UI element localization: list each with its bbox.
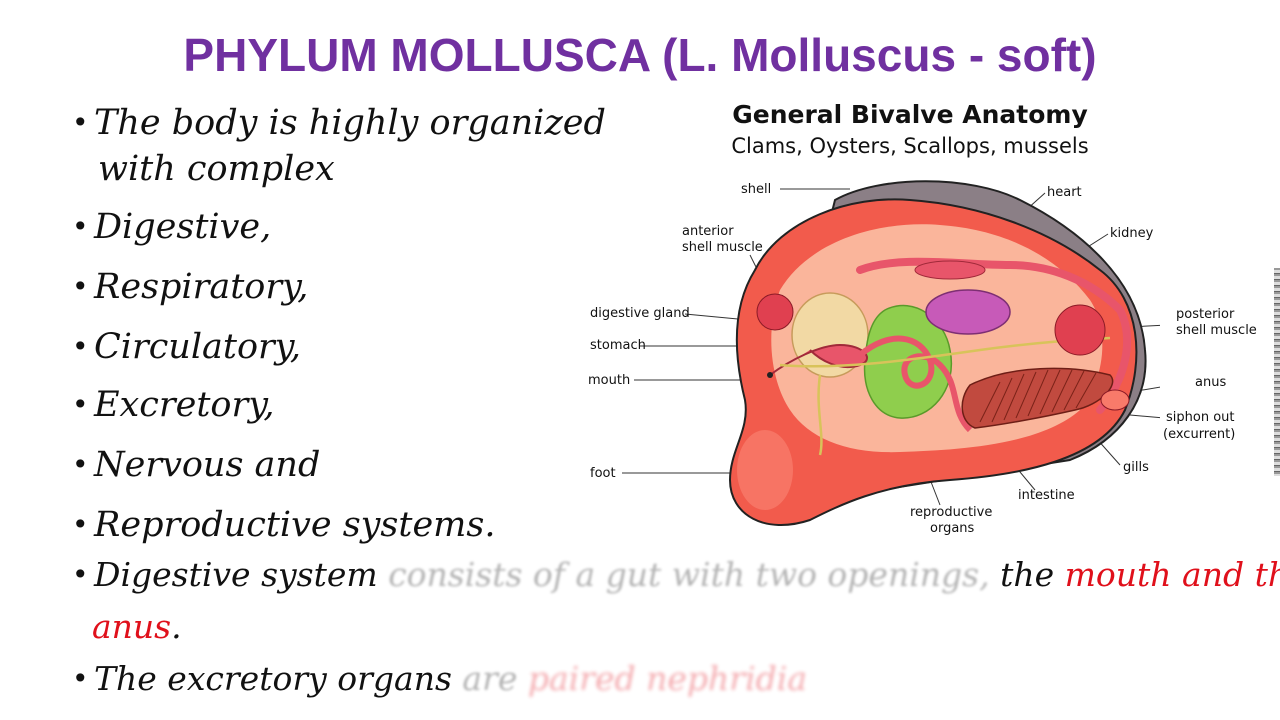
intestine-shape — [858, 335, 973, 433]
bullet-dot: • — [72, 388, 89, 421]
digestive-end: . — [171, 607, 182, 646]
bullet-respiratory: •Respiratory, — [72, 264, 308, 310]
bullet-excretory: •Excretory, — [72, 382, 274, 428]
bullet-text: Nervous and — [94, 445, 321, 485]
bullet-digestive-system-cont: anus. — [92, 604, 182, 650]
slide-title: PHYLUM MOLLUSCA (L. Molluscus - soft) — [183, 29, 1097, 81]
bullet-excretory-organs: •The excretory organs are paired nephrid… — [72, 656, 807, 702]
bullet-text: The body is highly organized — [94, 103, 606, 143]
bullet-text: Reproductive systems. — [94, 505, 496, 545]
kidney-shape — [925, 289, 1011, 335]
label-posterior: posterior — [1176, 307, 1235, 322]
bullet-nervous: •Nervous and — [72, 442, 320, 488]
blood-vessel — [856, 257, 1131, 414]
bullet-dot: • — [72, 330, 89, 363]
excretory-faded: are — [462, 659, 518, 698]
label-siphon-2: (excurrent) — [1163, 427, 1236, 442]
bullet-dot: • — [72, 210, 89, 243]
bullet-dot: • — [72, 270, 89, 303]
label-shell: shell — [741, 182, 772, 197]
excretory-start: The excretory organs — [94, 659, 452, 698]
label-posterior-2: shell muscle — [1176, 323, 1257, 338]
diagram-title: General Bivalve Anatomy — [732, 100, 1088, 129]
heart-shape — [914, 260, 986, 280]
foot-shape — [737, 430, 793, 510]
digestive-mid: the — [1000, 555, 1055, 594]
siphon-shape — [1100, 389, 1130, 411]
label-stomach: stomach — [590, 338, 646, 353]
bullet-dot: • — [72, 508, 89, 541]
label-siphon: siphon out — [1166, 410, 1235, 425]
bullet-dot: • — [72, 558, 89, 591]
label-gills: gills — [1123, 460, 1149, 475]
label-kidney: kidney — [1110, 226, 1154, 241]
nerve-branch — [817, 374, 823, 456]
gill-stripes — [979, 369, 1097, 423]
bullet-dot: • — [72, 662, 89, 695]
bullet-text: Digestive, — [94, 207, 272, 247]
bullet-text: Excretory, — [94, 385, 275, 425]
bullet-digestive-system: •Digestive system consists of a gut with… — [72, 552, 1280, 598]
bullet-body-organized: •The body is highly organized — [72, 100, 606, 146]
excretory-faded-red: paired nephridia — [527, 659, 807, 698]
bullet-text: with complex — [98, 149, 335, 189]
label-anterior: anterior — [682, 224, 734, 239]
digestive-red-mouth: mouth and the — [1064, 555, 1280, 594]
digestive-faded-text: consists of a gut with two openings, — [388, 555, 990, 594]
label-foot: foot — [590, 466, 616, 481]
bullet-circulatory: •Circulatory, — [72, 324, 301, 370]
mouth-point — [767, 372, 773, 378]
bullet-body-organized-cont: with complex — [98, 146, 335, 192]
digestive-red-anus: anus — [92, 607, 172, 646]
bullet-text: Respiratory, — [94, 267, 309, 307]
bullet-text: Circulatory, — [94, 327, 302, 367]
bivalve-illustration — [622, 180, 1160, 526]
label-digestive-gland: digestive gland — [590, 306, 690, 321]
bullet-dot: • — [72, 448, 89, 481]
bullet-dot: • — [72, 106, 89, 139]
label-anterior-2: shell muscle — [682, 240, 763, 255]
bullet-digestive: •Digestive, — [72, 204, 271, 250]
digestive-start: Digestive system — [94, 555, 378, 594]
label-reproductive: reproductive — [910, 505, 993, 520]
label-reproductive-2: organs — [930, 521, 975, 536]
edge-artifact — [1274, 268, 1280, 476]
label-mouth: mouth — [588, 373, 631, 388]
anterior-muscle-shape — [756, 293, 794, 331]
gills-shape — [961, 367, 1114, 429]
posterior-muscle-shape — [1054, 304, 1106, 356]
label-intestine: intestine — [1018, 488, 1075, 503]
bullet-reproductive: •Reproductive systems. — [72, 502, 495, 548]
label-anus: anus — [1195, 375, 1227, 390]
label-heart: heart — [1047, 185, 1082, 200]
diagram-subtitle: Clams, Oysters, Scallops, mussels — [731, 134, 1089, 158]
